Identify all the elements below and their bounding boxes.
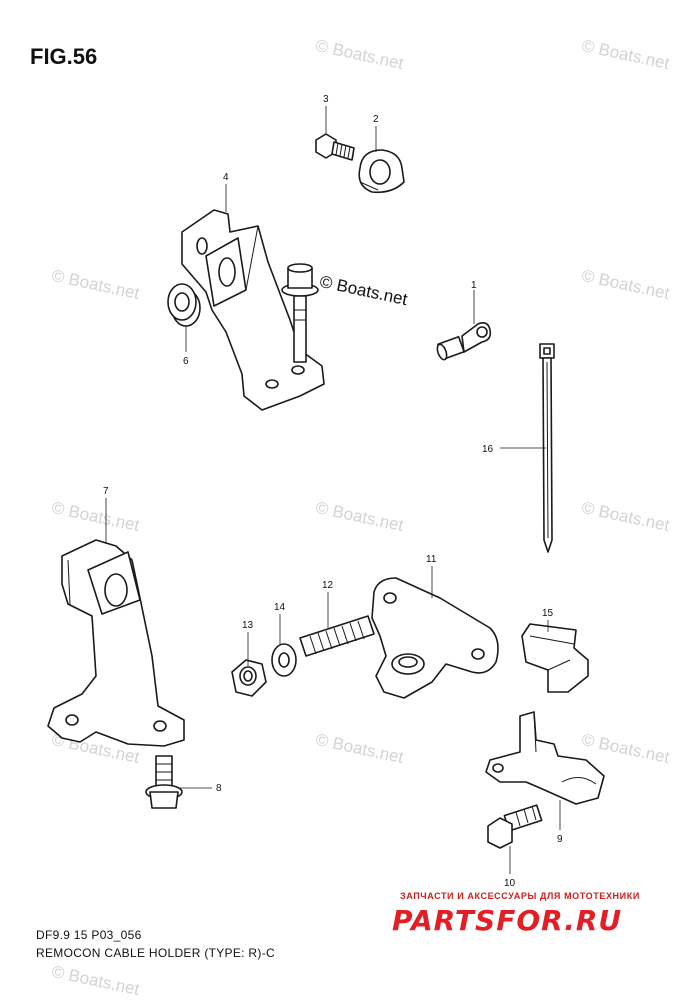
callout-13: 13 [242,620,254,631]
callout-11: 11 [426,554,437,565]
callout-16: 16 [482,444,494,455]
callout-8: 8 [216,783,222,794]
part-14-washer [271,643,297,677]
callout-10: 10 [504,878,516,889]
callout-9: 9 [557,834,563,845]
callout-4: 4 [223,172,229,183]
callout-1: 1 [471,280,477,291]
part-10-bolt [487,804,543,849]
callout-7: 7 [103,486,109,497]
callout-12: 12 [322,580,334,591]
callout-2: 2 [373,114,379,125]
part-3-bolt [315,133,355,161]
part-11-plate [371,577,499,699]
callout-14: 14 [274,602,286,613]
part-2-clip [358,149,405,194]
brand-tagline: ЗАПЧАСТИ И АКСЕССУАРЫ ДЛЯ МОТОТЕХНИКИ [400,891,640,901]
part-13-nut [231,659,267,697]
part-15-clip [521,623,589,693]
callout-6: 6 [183,356,189,367]
leader-lines [105,106,561,874]
brand-logo: PARTSFOR.RU [392,904,623,937]
bracket-bolt [281,263,319,363]
part-16-cable-tie [539,343,555,553]
callout-15: 15 [542,608,554,619]
part-7-bracket [47,539,185,747]
part-1-joint [436,322,492,361]
part-9-holder [485,711,605,805]
diagram-code: DF9.9 15 P03_056 [36,928,142,942]
callout-3: 3 [323,94,329,105]
part-12-stud [299,615,375,657]
diagram-caption: REMOCON CABLE HOLDER (TYPE: R)-C [36,946,275,960]
part-4-bracket [181,209,325,411]
part-6-grommet [167,283,201,327]
part-8-bolt [145,755,183,809]
figure-title: FIG.56 [30,44,98,69]
